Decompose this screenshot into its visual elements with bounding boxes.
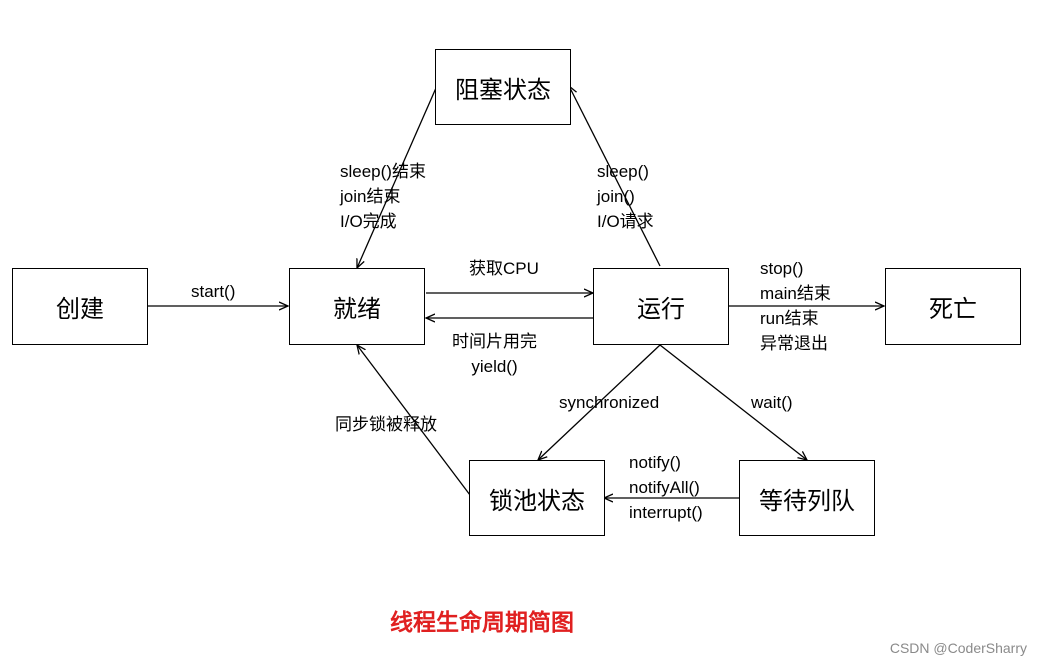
- label-timeslice-1: 时间片用完: [452, 332, 537, 351]
- arrow-wait: [659, 344, 807, 460]
- watermark: CSDN @CoderSharry: [889, 640, 1027, 656]
- state-running-label: 运行: [637, 295, 685, 323]
- arrow-synchronized: [538, 344, 661, 460]
- diagram-caption: 线程生命周期简图: [390, 609, 574, 636]
- label-to-blocked-1: sleep(): [597, 162, 649, 181]
- label-notify-3: interrupt(): [629, 503, 703, 522]
- state-create-label: 创建: [56, 295, 104, 323]
- state-lock-pool: 锁池状态: [469, 460, 605, 536]
- label-wait: wait(): [751, 393, 793, 412]
- label-from-blocked-1: sleep()结束: [340, 162, 426, 181]
- state-wait-queue: 等待列队: [739, 460, 875, 536]
- label-to-dead: stop() main结束 run结束 异常退出: [760, 256, 831, 356]
- state-ready-label: 就绪: [333, 295, 381, 323]
- arrow-from-blocked: [357, 87, 437, 268]
- label-get-cpu: 获取CPU: [469, 259, 539, 278]
- state-blocked-label: 阻塞状态: [455, 75, 551, 104]
- label-notify-2: notifyAll(): [629, 478, 700, 497]
- label-from-blocked-3: I/O完成: [340, 212, 397, 231]
- label-notify-1: notify(): [629, 453, 681, 472]
- label-lock-released: 同步锁被释放: [335, 415, 437, 434]
- label-synchronized: synchronized: [559, 393, 660, 412]
- label-to-blocked: sleep() join() I/O请求: [597, 159, 654, 234]
- label-to-dead-2: main结束: [760, 284, 831, 303]
- arrow-lock-released: [357, 345, 471, 496]
- label-to-blocked-3: I/O请求: [597, 212, 654, 231]
- state-dead: 死亡: [885, 268, 1021, 345]
- label-start: start(): [191, 282, 236, 301]
- label-to-dead-1: stop(): [760, 259, 804, 278]
- label-timeslice: 时间片用完 yield(): [452, 329, 537, 379]
- arrow-to-blocked: [569, 86, 661, 267]
- state-blocked: 阻塞状态: [435, 49, 571, 125]
- state-wait-queue-label: 等待列队: [759, 486, 855, 515]
- label-to-dead-3: run结束: [760, 309, 819, 328]
- state-running: 运行: [593, 268, 729, 345]
- label-from-blocked-2: join结束: [340, 187, 401, 206]
- label-notify: notify() notifyAll() interrupt(): [629, 450, 703, 525]
- state-lock-pool-label: 锁池状态: [489, 486, 585, 515]
- label-from-blocked: sleep()结束 join结束 I/O完成: [340, 159, 426, 234]
- state-ready: 就绪: [289, 268, 425, 345]
- label-to-dead-4: 异常退出: [760, 334, 828, 353]
- label-timeslice-2: yield(): [471, 357, 518, 376]
- label-to-blocked-2: join(): [597, 187, 635, 206]
- state-dead-label: 死亡: [929, 295, 977, 323]
- state-create: 创建: [12, 268, 148, 345]
